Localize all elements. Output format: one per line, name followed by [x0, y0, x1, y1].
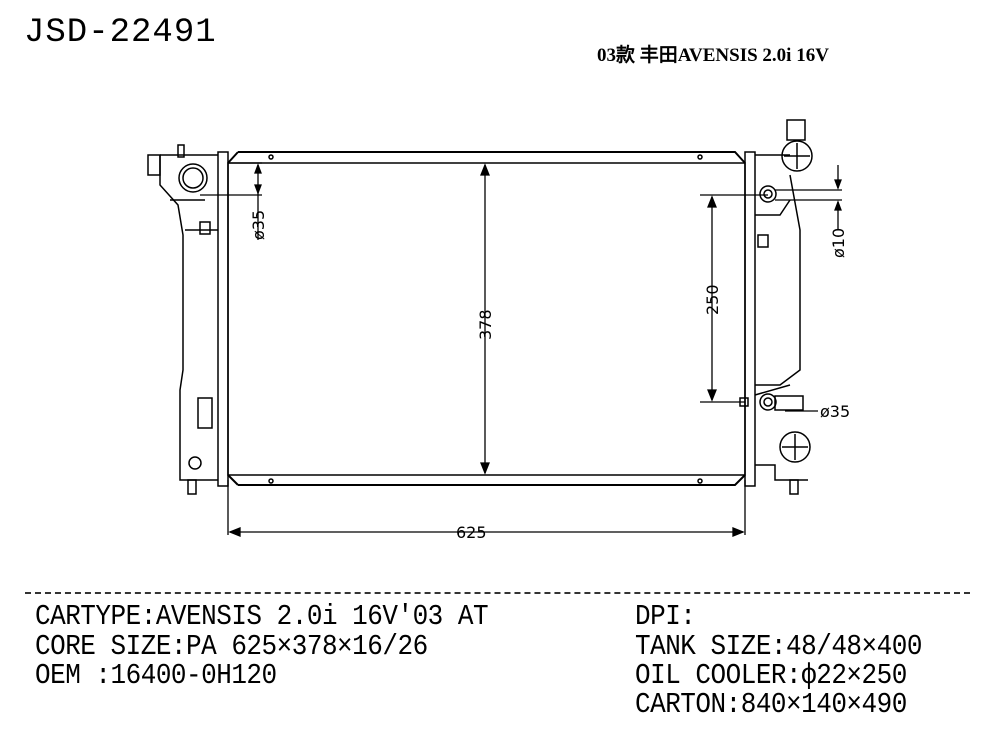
spec-oem: OEM :16400-0H120	[35, 659, 277, 692]
height-dimension-label: 378	[476, 309, 495, 340]
oil-fitting-diameter-label: ø10	[829, 228, 848, 258]
dimensions	[200, 162, 842, 537]
oil-cooler-dimension-label: 250	[703, 284, 722, 315]
width-dimension-label: 625	[456, 523, 487, 542]
model-title: 03款 丰田AVENSIS 2.0i 16V	[597, 45, 829, 66]
radiator-drawing: 625 378 250 ø35 ø10 ø35	[147, 119, 850, 542]
right-tank	[739, 119, 813, 495]
top-bar	[227, 151, 746, 164]
divider	[25, 592, 970, 594]
spec-core-size: CORE SIZE:PA 625×378×16/26	[35, 630, 428, 663]
filler-cap-icon	[781, 140, 813, 172]
spec-carton: CARTON:840×140×490	[635, 688, 907, 721]
spec-tank-size: TANK SIZE:48/48×400	[635, 630, 922, 663]
part-number: JSD-22491	[24, 14, 217, 52]
bottom-bar	[227, 474, 746, 486]
spec-oil-cooler: OIL COOLER:ф22×250	[635, 659, 907, 692]
left-tank	[147, 144, 229, 495]
spec-cartype: CARTYPE:AVENSIS 2.0i 16V'03 AT	[35, 600, 489, 633]
drain-plug-icon	[779, 431, 811, 463]
inlet-diameter-label: ø35	[249, 210, 268, 240]
spec-dpi: DPI:	[635, 600, 696, 633]
outlet-diameter-label: ø35	[820, 402, 850, 421]
